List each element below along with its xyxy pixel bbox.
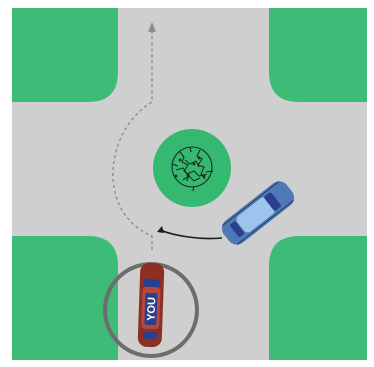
grass-corner-bottom-left <box>12 236 118 360</box>
grass-corner-top-left <box>12 8 118 102</box>
central-island <box>153 129 231 207</box>
you-car: YOU <box>138 263 165 348</box>
grass-corner-bottom-right <box>269 236 367 360</box>
grass-corner-top-right <box>269 8 367 102</box>
you-car-label: YOU <box>145 297 158 321</box>
